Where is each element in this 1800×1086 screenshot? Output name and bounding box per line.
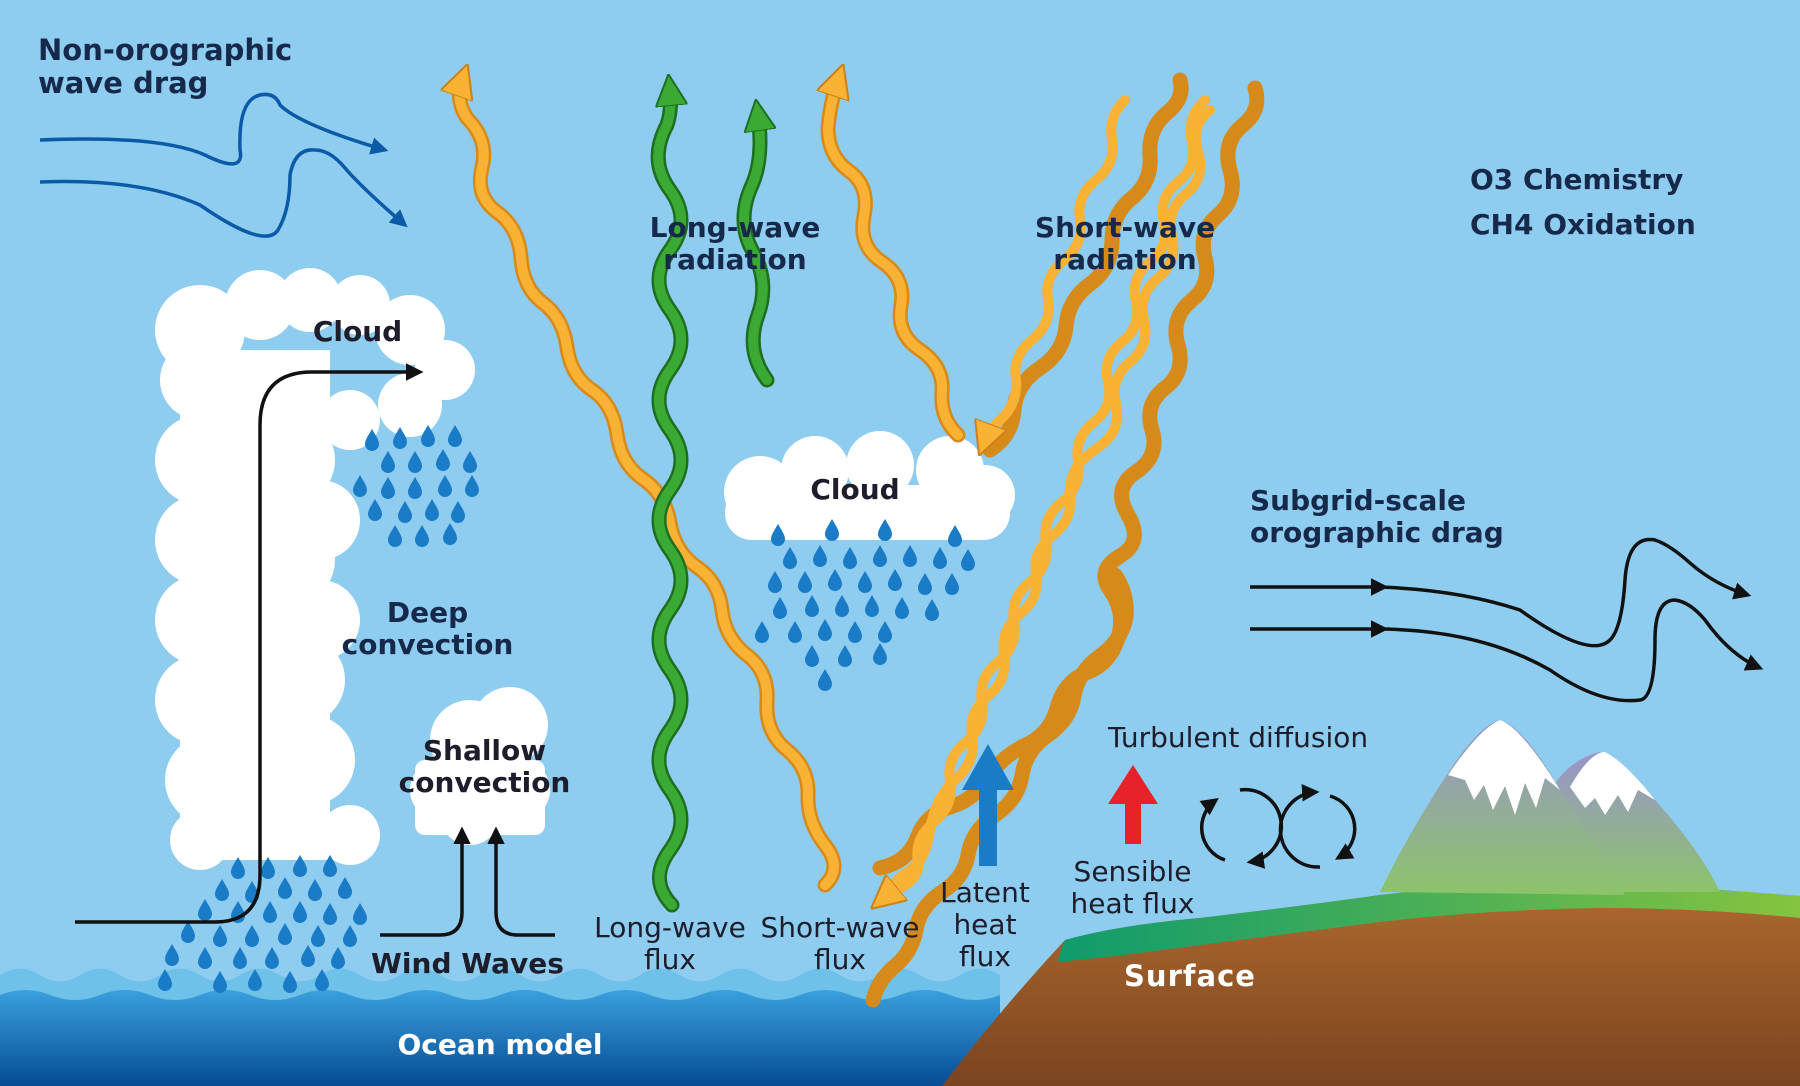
subgrid-drag-arrows [1250, 537, 1764, 703]
ocean-model-label: Ocean model [397, 1028, 603, 1061]
sensible-heat-arrow [1108, 765, 1158, 844]
deep-convection-line-1: Deep [386, 596, 469, 629]
shallow-convection-cloud [410, 687, 550, 845]
land [942, 882, 1800, 1086]
mountains [1380, 720, 1720, 895]
center-cloud [724, 431, 1015, 540]
latent-heat-flux-label: Latent heat flux [930, 876, 1040, 974]
subgrid-drag-line-2: orographic drag [1250, 516, 1504, 550]
latent-heat-flux-line-1: Latent [940, 876, 1030, 909]
long-wave-flux-label: Long-wave flux [590, 911, 750, 977]
ch4-oxidation-line: CH4 Oxidation [1470, 207, 1696, 241]
turbulent-diffusion-icon [1199, 784, 1357, 869]
cloud-left-label: Cloud [312, 315, 403, 348]
rain-center [755, 519, 975, 691]
deep-convection-arrow [75, 363, 424, 924]
latent-heat-arrow [962, 744, 1014, 866]
wind-waves-label: Wind Waves [371, 947, 564, 980]
long-wave-radiation-line-2: radiation [663, 243, 807, 277]
deep-convection-line-2: convection [341, 628, 514, 662]
turbulent-diffusion-label: Turbulent diffusion [1108, 721, 1369, 754]
o3-chemistry-line: O3 Chemistry [1470, 163, 1684, 196]
short-wave-radiation-line-2: radiation [1053, 243, 1197, 277]
non-orographic-label: Non-orographic wave drag [38, 33, 293, 101]
short-wave-flux-line-1: Short-wave [760, 911, 920, 944]
long-wave-radiation-line-1: Long-wave [649, 211, 821, 244]
latent-heat-flux-line-2: heat [953, 908, 1017, 942]
non-orographic-line-1: Non-orographic [38, 33, 293, 67]
long-wave-flux-line-2: flux [644, 943, 696, 977]
surface-label: Surface [1124, 959, 1256, 993]
shallow-convection-label: Shallow convection [392, 734, 577, 800]
cloud-center-label: Cloud [810, 473, 900, 506]
subgrid-drag-line-1: Subgrid-scale [1250, 484, 1467, 517]
short-wave-radiation-label: Short-wave radiation [1015, 211, 1235, 277]
subgrid-drag-label: Subgrid-scale orographic drag [1250, 484, 1504, 550]
non-orographic-line-2: wave drag [38, 66, 209, 101]
ocean [0, 968, 1000, 1086]
latent-heat-flux-line-3: flux [959, 940, 1011, 974]
sensible-heat-flux-label: Sensible heat flux [1060, 855, 1205, 921]
short-wave-radiation-line-1: Short-wave [1034, 211, 1216, 244]
short-wave-flux-line-2: flux [814, 943, 866, 977]
long-wave-radiation-label: Long-wave radiation [630, 211, 840, 277]
longwave-radiation [650, 90, 767, 913]
chemistry-label: O3 Chemistry CH4 Oxidation [1470, 158, 1696, 248]
long-wave-flux-line-1: Long-wave [594, 911, 746, 944]
deep-convection-label: Deep convection [335, 596, 520, 662]
non-orographic-drag-arrows [39, 92, 408, 238]
deep-convection-cloud [155, 268, 475, 870]
shallow-convection-line-2: convection [398, 766, 571, 800]
sensible-heat-flux-line-2: heat flux [1070, 887, 1195, 921]
rain-cloud-top [353, 425, 479, 547]
wind-waves-arrows [380, 826, 555, 937]
sensible-heat-flux-line-1: Sensible [1073, 855, 1192, 888]
short-wave-flux-label: Short-wave flux [755, 911, 925, 977]
shallow-convection-line-1: Shallow [422, 734, 547, 767]
